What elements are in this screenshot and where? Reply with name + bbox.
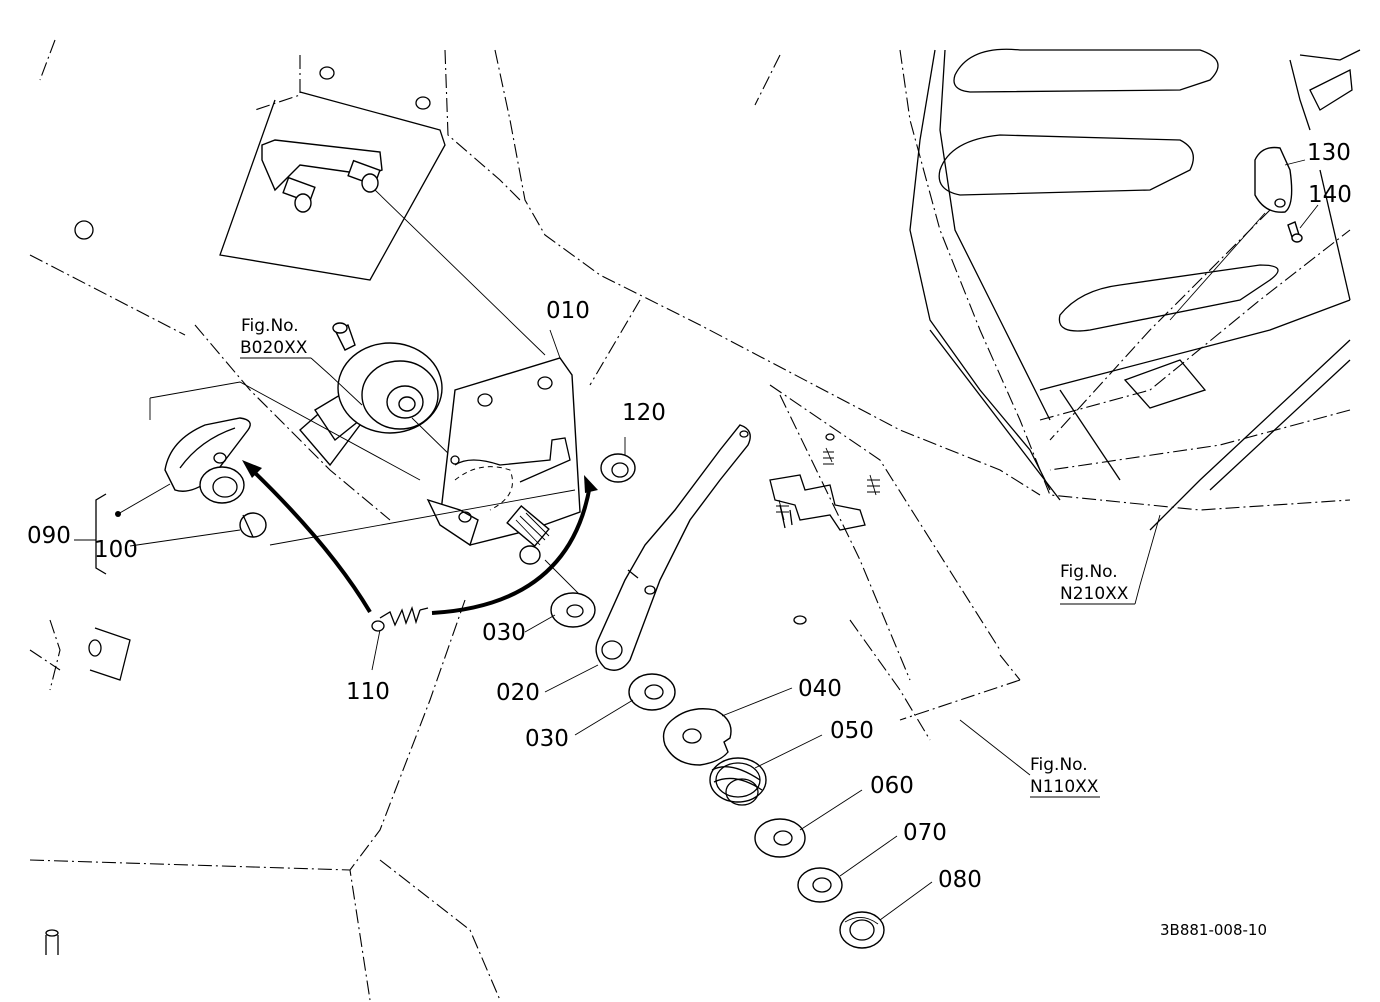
label-140: 140 bbox=[1308, 182, 1352, 208]
drawing-code: 3B881-008-10 bbox=[1160, 921, 1267, 939]
fig-n210-number: N210XX bbox=[1060, 584, 1129, 604]
screw-140 bbox=[1287, 221, 1303, 243]
label-100: 100 bbox=[94, 537, 138, 563]
cam-090 bbox=[164, 417, 251, 504]
plate-040 bbox=[662, 708, 732, 766]
label-070: 070 bbox=[903, 820, 947, 846]
arrowhead-right bbox=[584, 475, 598, 493]
nut-080 bbox=[839, 911, 885, 949]
shaft-010 bbox=[506, 505, 550, 565]
label-030-upper: 030 bbox=[482, 620, 526, 646]
label-090: 090 bbox=[27, 523, 71, 549]
figure-ref-n110: Fig.No. N110XX bbox=[1030, 755, 1100, 798]
washer-060 bbox=[754, 818, 806, 858]
label-010: 010 bbox=[546, 298, 590, 324]
collar-120 bbox=[600, 453, 636, 483]
fig-n110-caption: Fig.No. bbox=[1030, 755, 1088, 775]
fig-b020-caption: Fig.No. bbox=[241, 316, 299, 336]
label-030-lower: 030 bbox=[525, 726, 569, 752]
spring-110 bbox=[371, 605, 429, 632]
cap-130 bbox=[1254, 146, 1293, 213]
label-040: 040 bbox=[798, 676, 842, 702]
seat-outline bbox=[909, 48, 1361, 531]
upper-bracket bbox=[74, 66, 546, 356]
arrowhead-left bbox=[242, 460, 262, 478]
spring-050 bbox=[709, 757, 767, 806]
label-020: 020 bbox=[496, 680, 540, 706]
leader-lines bbox=[74, 159, 1319, 921]
label-130: 130 bbox=[1307, 140, 1351, 166]
label-080: 080 bbox=[938, 867, 982, 893]
arrow-right bbox=[431, 484, 592, 615]
screw-b020 bbox=[332, 322, 356, 351]
label-110: 110 bbox=[346, 679, 390, 705]
fig-n110-number: N110XX bbox=[1030, 777, 1099, 797]
washer-030-upper bbox=[550, 592, 596, 628]
slot-plate bbox=[769, 433, 880, 625]
figure-ref-b020: Fig.No. B020XX bbox=[240, 316, 331, 376]
fig-n210-caption: Fig.No. bbox=[1060, 562, 1118, 582]
plate-010 bbox=[426, 357, 581, 596]
label-050: 050 bbox=[830, 718, 874, 744]
washer-030-lower bbox=[628, 673, 676, 711]
lever-020 bbox=[595, 424, 751, 671]
figure-ref-n210: Fig.No. N210XX bbox=[1060, 562, 1141, 605]
arrow-left bbox=[248, 466, 372, 614]
fig-b020-number: B020XX bbox=[240, 338, 308, 358]
stud-left bbox=[282, 176, 316, 213]
stud-right bbox=[347, 159, 381, 193]
pin-icon bbox=[45, 929, 59, 955]
switch-assembly bbox=[299, 322, 456, 467]
bushing-100 bbox=[239, 512, 267, 538]
washer-070 bbox=[797, 867, 843, 903]
label-060: 060 bbox=[870, 773, 914, 799]
machine-outline bbox=[29, 39, 1351, 1001]
part-labels: 010 020 030 030 040 050 060 070 080 090 … bbox=[27, 140, 1352, 893]
label-120: 120 bbox=[622, 400, 666, 426]
